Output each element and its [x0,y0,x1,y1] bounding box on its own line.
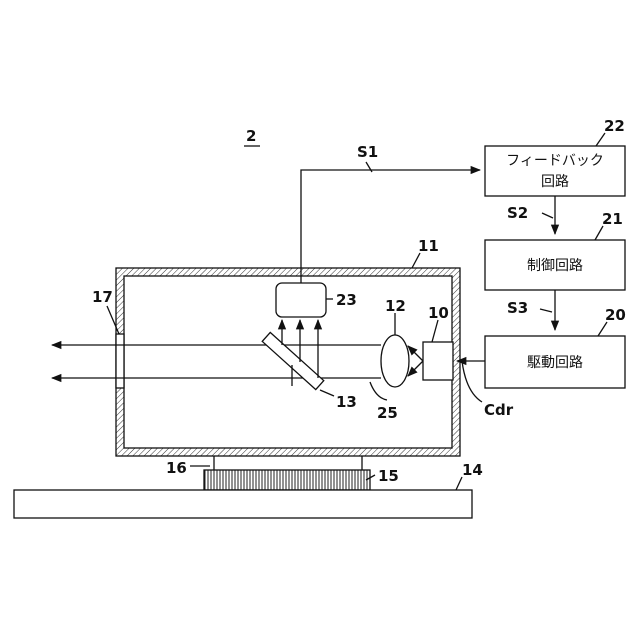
label-20: 20 [605,306,626,324]
label-s1: S1 [357,143,378,161]
figure-number: 2 [246,127,256,145]
drive-label: 駆動回路 [527,355,583,371]
control-label: 制御回路 [527,258,583,274]
label-23: 23 [336,291,357,309]
label-cdr: Cdr [484,401,514,419]
label-21: 21 [602,210,623,228]
leader-20 [598,322,607,336]
leader-s2 [542,213,553,218]
detector-23 [276,283,326,317]
light-source-10 [423,342,453,380]
window-17 [116,334,124,388]
feedback-label-line2: 回路 [541,174,569,190]
label-15: 15 [378,467,399,485]
label-16: 16 [166,459,187,477]
label-s2: S2 [507,204,528,222]
leader-11 [412,253,420,268]
signal-s1-line [301,170,480,283]
label-10: 10 [428,304,449,322]
label-13: 13 [336,393,357,411]
label-s3: S3 [507,299,528,317]
leader-s3 [540,309,552,312]
lens-12 [381,335,409,387]
label-14: 14 [462,461,483,479]
label-25: 25 [377,404,398,422]
leader-cdr [462,361,482,402]
leader-21 [595,226,603,240]
label-17: 17 [92,288,113,306]
label-22: 22 [604,117,625,135]
feedback-label-line1: フィードバック [506,153,604,169]
base-plate-14 [14,490,472,518]
label-11: 11 [418,237,439,255]
label-12: 12 [385,297,406,315]
heat-sink-15 [204,470,370,490]
